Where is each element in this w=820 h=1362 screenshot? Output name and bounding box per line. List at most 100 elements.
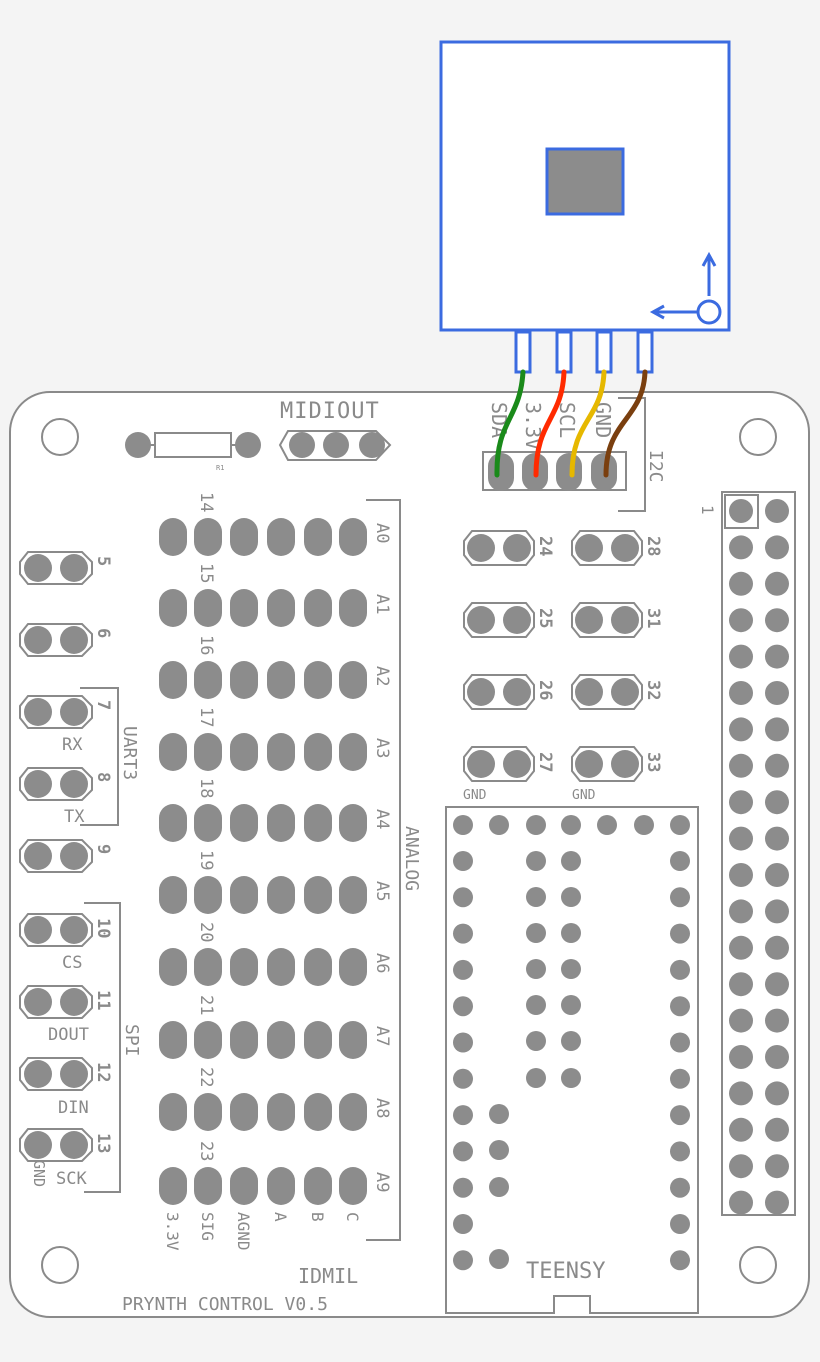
pad	[159, 661, 187, 699]
header-pair-pin-13: 13	[19, 1128, 113, 1162]
pad	[339, 948, 367, 986]
midiout-label: MIDIOUT	[280, 399, 380, 424]
spi-label: SPI	[121, 1024, 142, 1057]
mounting-hole-bottom-left	[41, 1246, 79, 1284]
header-pin-number: 5	[93, 556, 113, 566]
wire-3v3	[533, 369, 567, 478]
pad	[194, 876, 222, 914]
pad	[503, 606, 531, 634]
pad	[60, 1131, 88, 1159]
digital-pair-32: 32	[571, 674, 663, 710]
pad	[339, 804, 367, 842]
pad	[194, 518, 222, 556]
pad	[339, 1167, 367, 1205]
pad	[267, 1021, 295, 1059]
pad	[159, 1167, 187, 1205]
pad	[339, 733, 367, 771]
pad	[467, 750, 495, 778]
sensor-module	[439, 40, 731, 374]
pad	[230, 661, 258, 699]
pad	[304, 804, 332, 842]
analog-pin-number: 18	[196, 778, 216, 798]
pad	[304, 589, 332, 627]
mounting-hole-top-right	[739, 418, 777, 456]
pad	[159, 876, 187, 914]
pad	[339, 589, 367, 627]
wire-sda	[494, 369, 526, 478]
pad	[194, 589, 222, 627]
header-pin-number: 11	[93, 990, 113, 1010]
header-pin-number: 6	[93, 628, 113, 638]
uart-rx-label: RX	[62, 735, 83, 755]
pad	[230, 948, 258, 986]
pad	[267, 876, 295, 914]
pad	[267, 518, 295, 556]
digital-pin-number: 32	[643, 680, 663, 700]
pad	[575, 606, 603, 634]
analog-pin-number: 15	[196, 563, 216, 583]
pad	[467, 606, 495, 634]
pad	[60, 916, 88, 944]
pad	[24, 698, 52, 726]
mounting-holes	[41, 418, 777, 1284]
header-pin-number: 10	[93, 918, 113, 938]
analog-column-label: A	[271, 1212, 290, 1222]
digital-pair-27: 27	[463, 746, 555, 782]
pad	[304, 1021, 332, 1059]
pad	[304, 1167, 332, 1205]
pad	[575, 534, 603, 562]
pad	[194, 733, 222, 771]
analog-channel-label: A6	[372, 953, 392, 973]
pad	[503, 750, 531, 778]
analog-channel-label: A1	[372, 594, 392, 614]
header-pin-number: 13	[93, 1133, 113, 1153]
pad	[267, 1167, 295, 1205]
pad	[194, 804, 222, 842]
analog-channel-label: A2	[372, 666, 392, 686]
pad	[159, 518, 187, 556]
pad	[60, 698, 88, 726]
pad	[304, 1093, 332, 1131]
digital-pair-24: 24	[463, 530, 555, 566]
sensor-pins	[514, 330, 654, 374]
pad	[230, 1093, 258, 1131]
idmil-label: IDMIL	[298, 1264, 358, 1288]
digital-pair-25: 25	[463, 602, 555, 638]
analog-channel-label: A3	[372, 738, 392, 758]
pad	[230, 733, 258, 771]
analog-pin-number: 20	[196, 922, 216, 942]
analog-channel-label: A7	[372, 1026, 392, 1046]
header-pin-number: 12	[93, 1062, 113, 1082]
pad	[194, 1167, 222, 1205]
analog-pin-number: 16	[196, 635, 216, 655]
pad	[339, 1093, 367, 1131]
header-pair-pin-8: 8	[19, 767, 113, 801]
pad	[339, 876, 367, 914]
header-pin-number: 8	[93, 772, 113, 782]
mounting-hole-bottom-right	[739, 1246, 777, 1284]
r1-label: R1	[216, 464, 224, 472]
uart-tx-label: TX	[64, 807, 85, 827]
pad	[304, 661, 332, 699]
pad	[611, 534, 639, 562]
analog-column-label: B	[308, 1212, 327, 1222]
i2c-group-label: I2C	[645, 450, 666, 483]
pad	[159, 1021, 187, 1059]
wire-gnd	[603, 369, 648, 478]
pad	[60, 770, 88, 798]
header-pair-pin-9: 9	[19, 839, 113, 873]
pad	[230, 589, 258, 627]
i2c-pin-scl: SCL	[555, 402, 579, 438]
digital-pin-number: 24	[535, 536, 555, 556]
pad	[304, 733, 332, 771]
header-pair-pin-7: 7	[19, 695, 113, 729]
pad	[24, 1131, 52, 1159]
analog-channel-label: A4	[372, 809, 392, 829]
